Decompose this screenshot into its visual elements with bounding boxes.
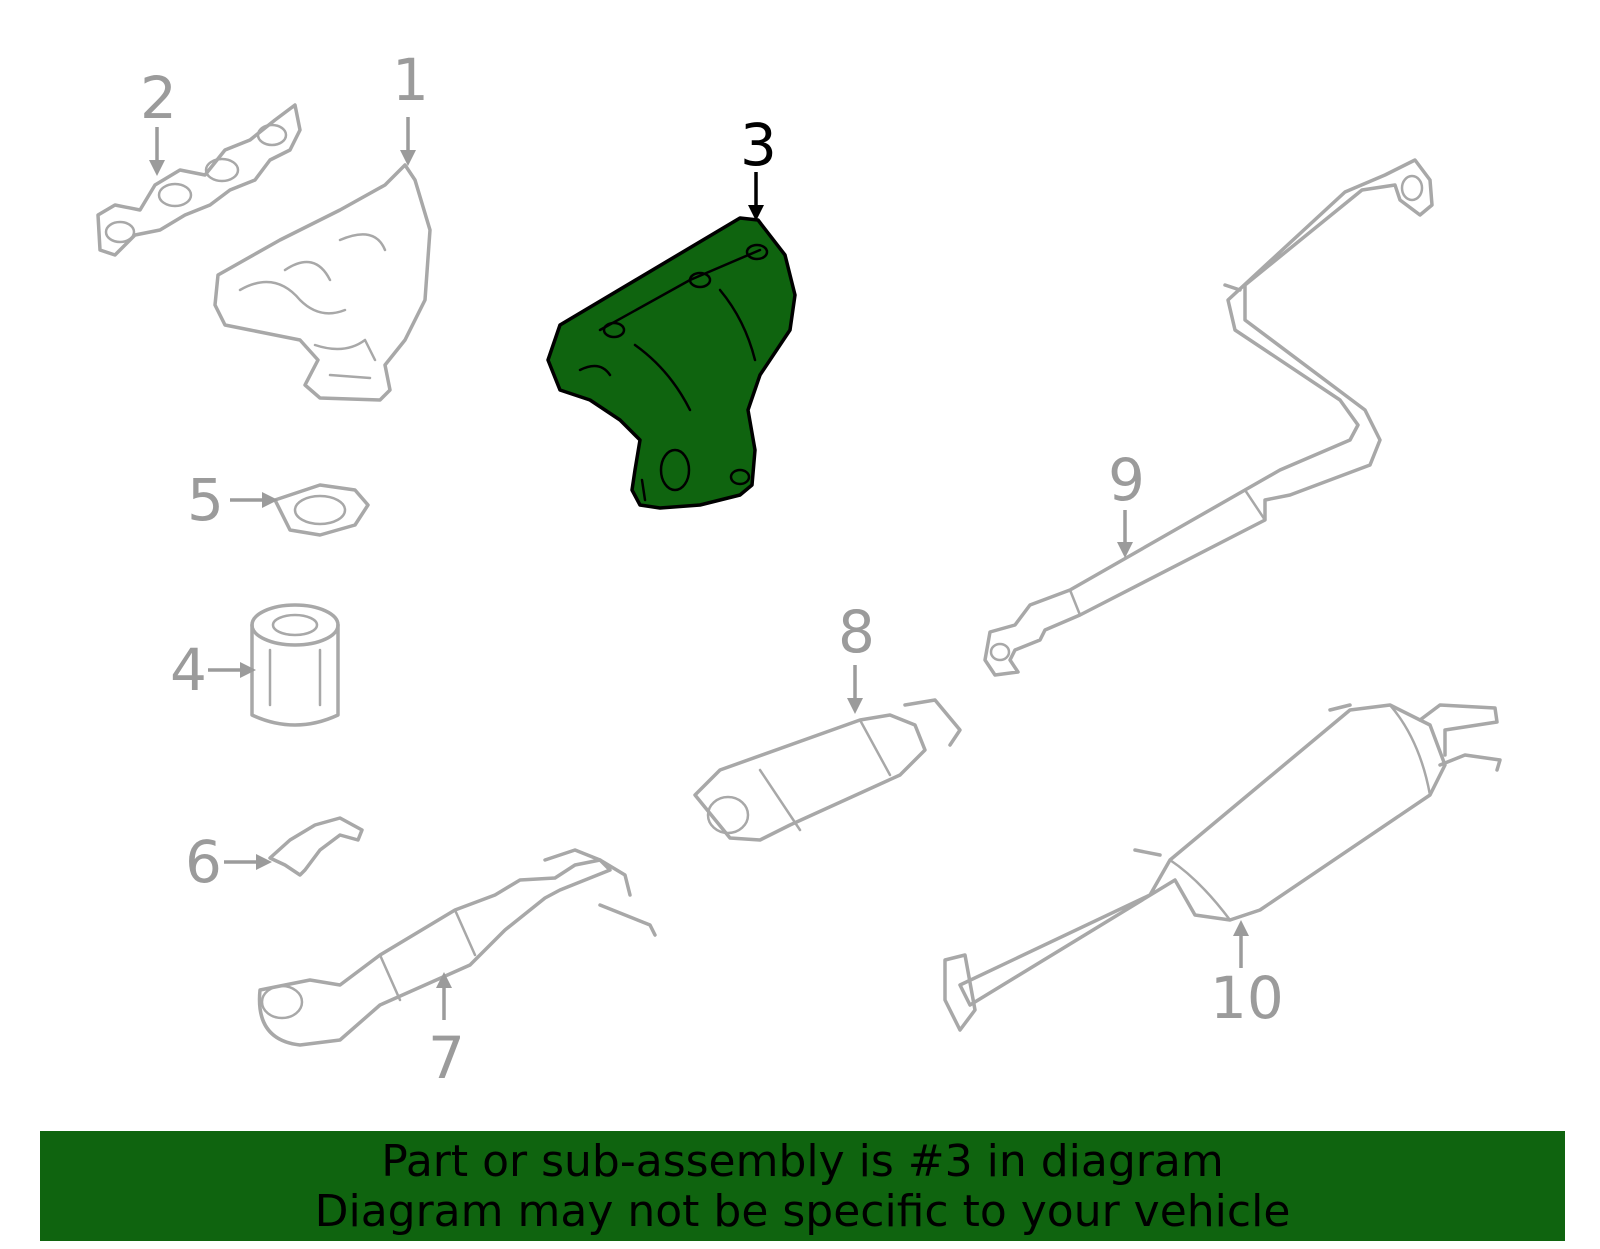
part-4-converter[interactable] — [250, 603, 340, 727]
callout-3-label: 3 — [740, 111, 777, 179]
callout-10-arrowhead — [1233, 920, 1249, 936]
callout-8-label: 8 — [838, 598, 875, 666]
banner-line-2: Diagram may not be specific to your vehi… — [314, 1186, 1291, 1237]
callout-1-arrowhead — [400, 150, 416, 166]
part-9-center-pipe[interactable] — [983, 158, 1434, 677]
callout-6-label: 6 — [185, 828, 222, 896]
banner-line-1: Part or sub-assembly is #3 in diagram — [381, 1136, 1224, 1187]
callout-2-label: 2 — [140, 64, 177, 132]
callout-1-label: 1 — [392, 46, 429, 114]
part-1-exhaust-manifold[interactable] — [213, 163, 432, 402]
part-2-manifold-gasket[interactable] — [96, 103, 302, 257]
part-8-catalytic-converter[interactable] — [693, 698, 962, 842]
part-6-bracket[interactable] — [268, 816, 364, 877]
callout-5-arrowhead — [262, 492, 278, 508]
part-3-heat-shield[interactable] — [546, 216, 797, 510]
callout-2-arrowhead — [149, 160, 165, 176]
callout-4-label: 4 — [170, 636, 207, 704]
callout-7-arrowhead — [436, 972, 452, 988]
part-5-gasket[interactable] — [273, 483, 370, 537]
callout-6-arrowhead — [256, 854, 272, 870]
callout-5-label: 5 — [187, 466, 224, 534]
callout-3-arrowhead — [748, 205, 764, 221]
callout-8-arrowhead — [847, 698, 863, 714]
callout-9-arrowhead — [1117, 542, 1133, 558]
info-banner: Part or sub-assembly is #3 in diagram Di… — [40, 1131, 1565, 1241]
part-7-front-pipe[interactable] — [257, 848, 657, 1047]
callout-7-label: 7 — [428, 1024, 465, 1092]
callout-4-arrowhead — [240, 662, 256, 678]
callout-9-label: 9 — [1108, 446, 1145, 514]
part-10-muffler[interactable] — [943, 703, 1502, 1032]
callout-10-label: 10 — [1210, 964, 1284, 1032]
